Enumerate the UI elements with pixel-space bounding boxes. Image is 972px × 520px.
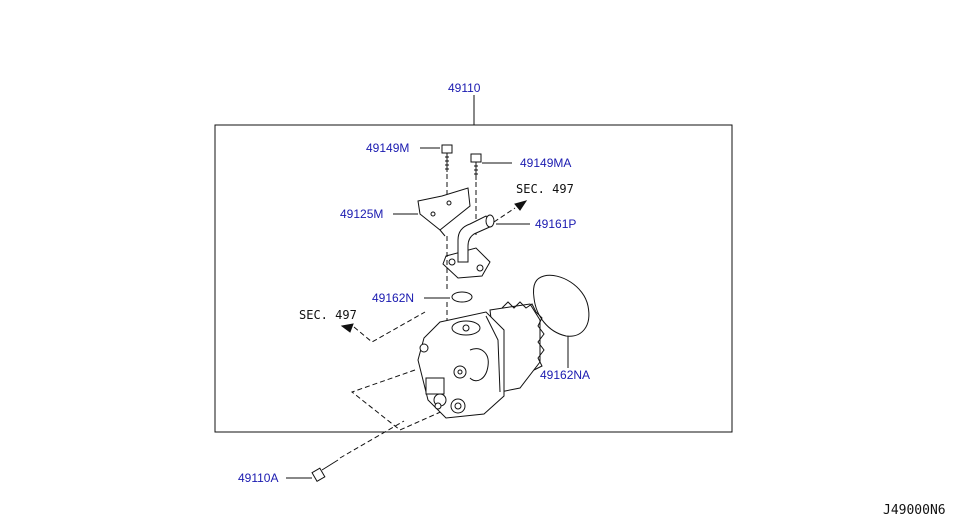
sec-arrow-lower-line bbox=[353, 311, 426, 343]
bracket-49125m[interactable] bbox=[393, 187, 471, 237]
label-49162n[interactable]: 49162N bbox=[372, 291, 415, 305]
bolt-49149ma[interactable] bbox=[470, 153, 512, 238]
sec-497-lower: SEC. 497 bbox=[299, 308, 357, 322]
diagram-code: J49000N6 bbox=[883, 503, 946, 518]
label-49149ma[interactable]: 49149MA bbox=[520, 156, 572, 170]
oring-49162na[interactable] bbox=[533, 274, 590, 368]
sec-arrow-lower-head bbox=[340, 323, 354, 333]
bolt-49110a[interactable] bbox=[286, 420, 405, 483]
label-49161p[interactable]: 49161P bbox=[535, 217, 577, 231]
pipe-49161p[interactable] bbox=[442, 214, 530, 279]
sec-arrow-upper-head bbox=[514, 200, 528, 211]
oring-49162n[interactable] bbox=[424, 236, 473, 322]
label-49110a[interactable]: 49110A bbox=[238, 471, 279, 485]
label-49149m[interactable]: 49149M bbox=[366, 141, 410, 155]
label-49162na[interactable]: 49162NA bbox=[540, 368, 591, 382]
label-49110[interactable]: 49110 bbox=[448, 81, 481, 95]
power-steering-pump[interactable] bbox=[417, 301, 545, 419]
pump-dashed-outline bbox=[350, 369, 446, 431]
sec-arrow-upper-line bbox=[493, 207, 516, 223]
bolt-49149m[interactable] bbox=[420, 144, 453, 202]
sec-497-upper: SEC. 497 bbox=[516, 182, 574, 196]
label-49125m[interactable]: 49125M bbox=[340, 207, 384, 221]
